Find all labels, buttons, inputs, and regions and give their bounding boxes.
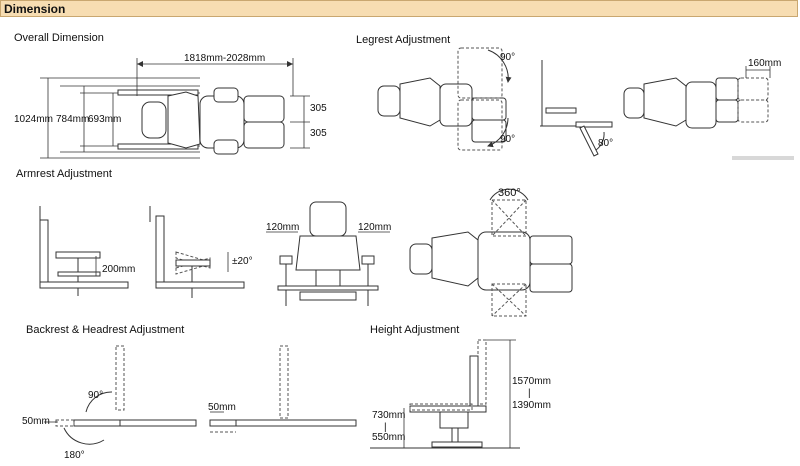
legrest-angle-top-label: 90°	[500, 52, 515, 63]
legrest-side-angle-label: 80°	[598, 138, 613, 149]
top-height-high-label: 1570mm	[512, 376, 551, 387]
headrest-extend-1-label: 50mm	[22, 416, 50, 427]
armrest-front-view	[266, 201, 390, 306]
overall-width-seat-label: 693mm	[88, 114, 121, 125]
armrest-height-view	[39, 206, 129, 296]
section-header-bar: Dimension	[0, 0, 798, 17]
legrest-side-view	[540, 60, 613, 157]
overall-top-view	[40, 58, 310, 159]
headrest-extend-2-label: 50mm	[208, 402, 236, 413]
seat-height-low-label: 550mm	[372, 432, 405, 443]
legrest-extend-view	[623, 66, 794, 160]
seat-height-high-label: 730mm	[372, 410, 405, 421]
armrest-tilt-view	[149, 206, 245, 298]
armrest-tilt-label: ±20°	[232, 256, 253, 267]
legrest-top-view	[377, 47, 512, 151]
overall-width-mid-label: 784mm	[56, 114, 89, 125]
armrest-left-width-label: 120mm	[266, 222, 299, 233]
backrest-angle-view	[44, 345, 197, 445]
seat-height-separator: |	[384, 422, 387, 433]
leg-pad-height-bottom-label: 305	[310, 128, 327, 139]
armrest-height-label: 200mm	[102, 264, 135, 275]
overall-width-total-label: 1024mm	[14, 114, 53, 125]
leg-pad-height-top-label: 305	[310, 103, 327, 114]
headrest-extend-view	[209, 345, 357, 433]
backrest-angle-180-label: 180°	[64, 450, 85, 461]
armrest-adjustment-title: Armrest Adjustment	[16, 168, 112, 180]
armrest-right-width-label: 120mm	[358, 222, 391, 233]
top-height-separator: |	[528, 388, 531, 399]
height-side-view	[370, 339, 520, 449]
header-title: Dimension	[4, 2, 66, 16]
legrest-adjustment-title: Legrest Adjustment	[356, 34, 451, 46]
armrest-rotate-view	[409, 188, 573, 317]
backrest-headrest-adjustment-title: Backrest & Headrest Adjustment	[26, 324, 185, 336]
top-height-low-label: 1390mm	[512, 400, 551, 411]
backrest-angle-90-label: 90°	[88, 390, 103, 401]
height-adjustment-title: Height Adjustment	[370, 324, 460, 336]
overall-dimension-title: Overall Dimension	[14, 32, 104, 44]
legrest-extend-label: 160mm	[748, 58, 781, 69]
armrest-rotate-label: 360°	[498, 187, 521, 199]
legrest-angle-bottom-label: 90°	[500, 134, 515, 145]
overall-length-label: 1818mm-2028mm	[184, 53, 265, 64]
